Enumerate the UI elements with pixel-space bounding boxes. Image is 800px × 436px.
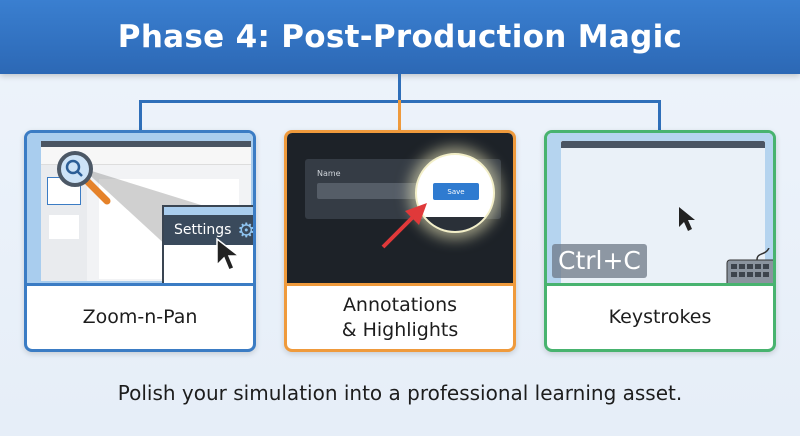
header-banner: Phase 4: Post-Production Magic	[0, 0, 800, 74]
annotation-illustration: Name Save	[287, 133, 513, 283]
connector-line	[139, 100, 142, 131]
magnifier-icon	[57, 151, 111, 205]
connector-line	[398, 74, 401, 102]
card-label: Keystrokes	[547, 283, 773, 349]
card-label: Zoom-n-Pan	[27, 283, 253, 349]
label-line: & Highlights	[341, 318, 459, 341]
card-label: Annotations& Highlights	[287, 283, 513, 349]
settings-text: Settings	[174, 222, 232, 238]
card-keystrokes: Ctrl+C Keystrokes	[544, 130, 776, 352]
caption: Polish your simulation into a profession…	[117, 381, 683, 405]
gear-icon: ⚙	[237, 218, 253, 242]
keyboard-icon	[726, 248, 773, 283]
card-annotations: Name Save Annotations& Highlights	[284, 130, 516, 352]
connector-line	[658, 100, 661, 131]
keystroke-illustration: Ctrl+C	[547, 133, 773, 283]
label-line: Annotations	[342, 293, 458, 316]
cursor-icon	[216, 237, 241, 271]
page-title: Phase 4: Post-Production Magic	[117, 19, 683, 55]
zoom-illustration: Settings ⚙	[27, 133, 253, 283]
card-zoom-n-pan: Settings ⚙ Zoom-n-Pan	[24, 130, 256, 352]
arrow-icon	[381, 203, 427, 249]
save-button: Save	[433, 183, 479, 200]
keystroke-badge: Ctrl+C	[552, 244, 647, 278]
connector-line	[398, 100, 401, 131]
name-field-label: Name	[317, 169, 341, 178]
cursor-icon	[679, 207, 695, 231]
